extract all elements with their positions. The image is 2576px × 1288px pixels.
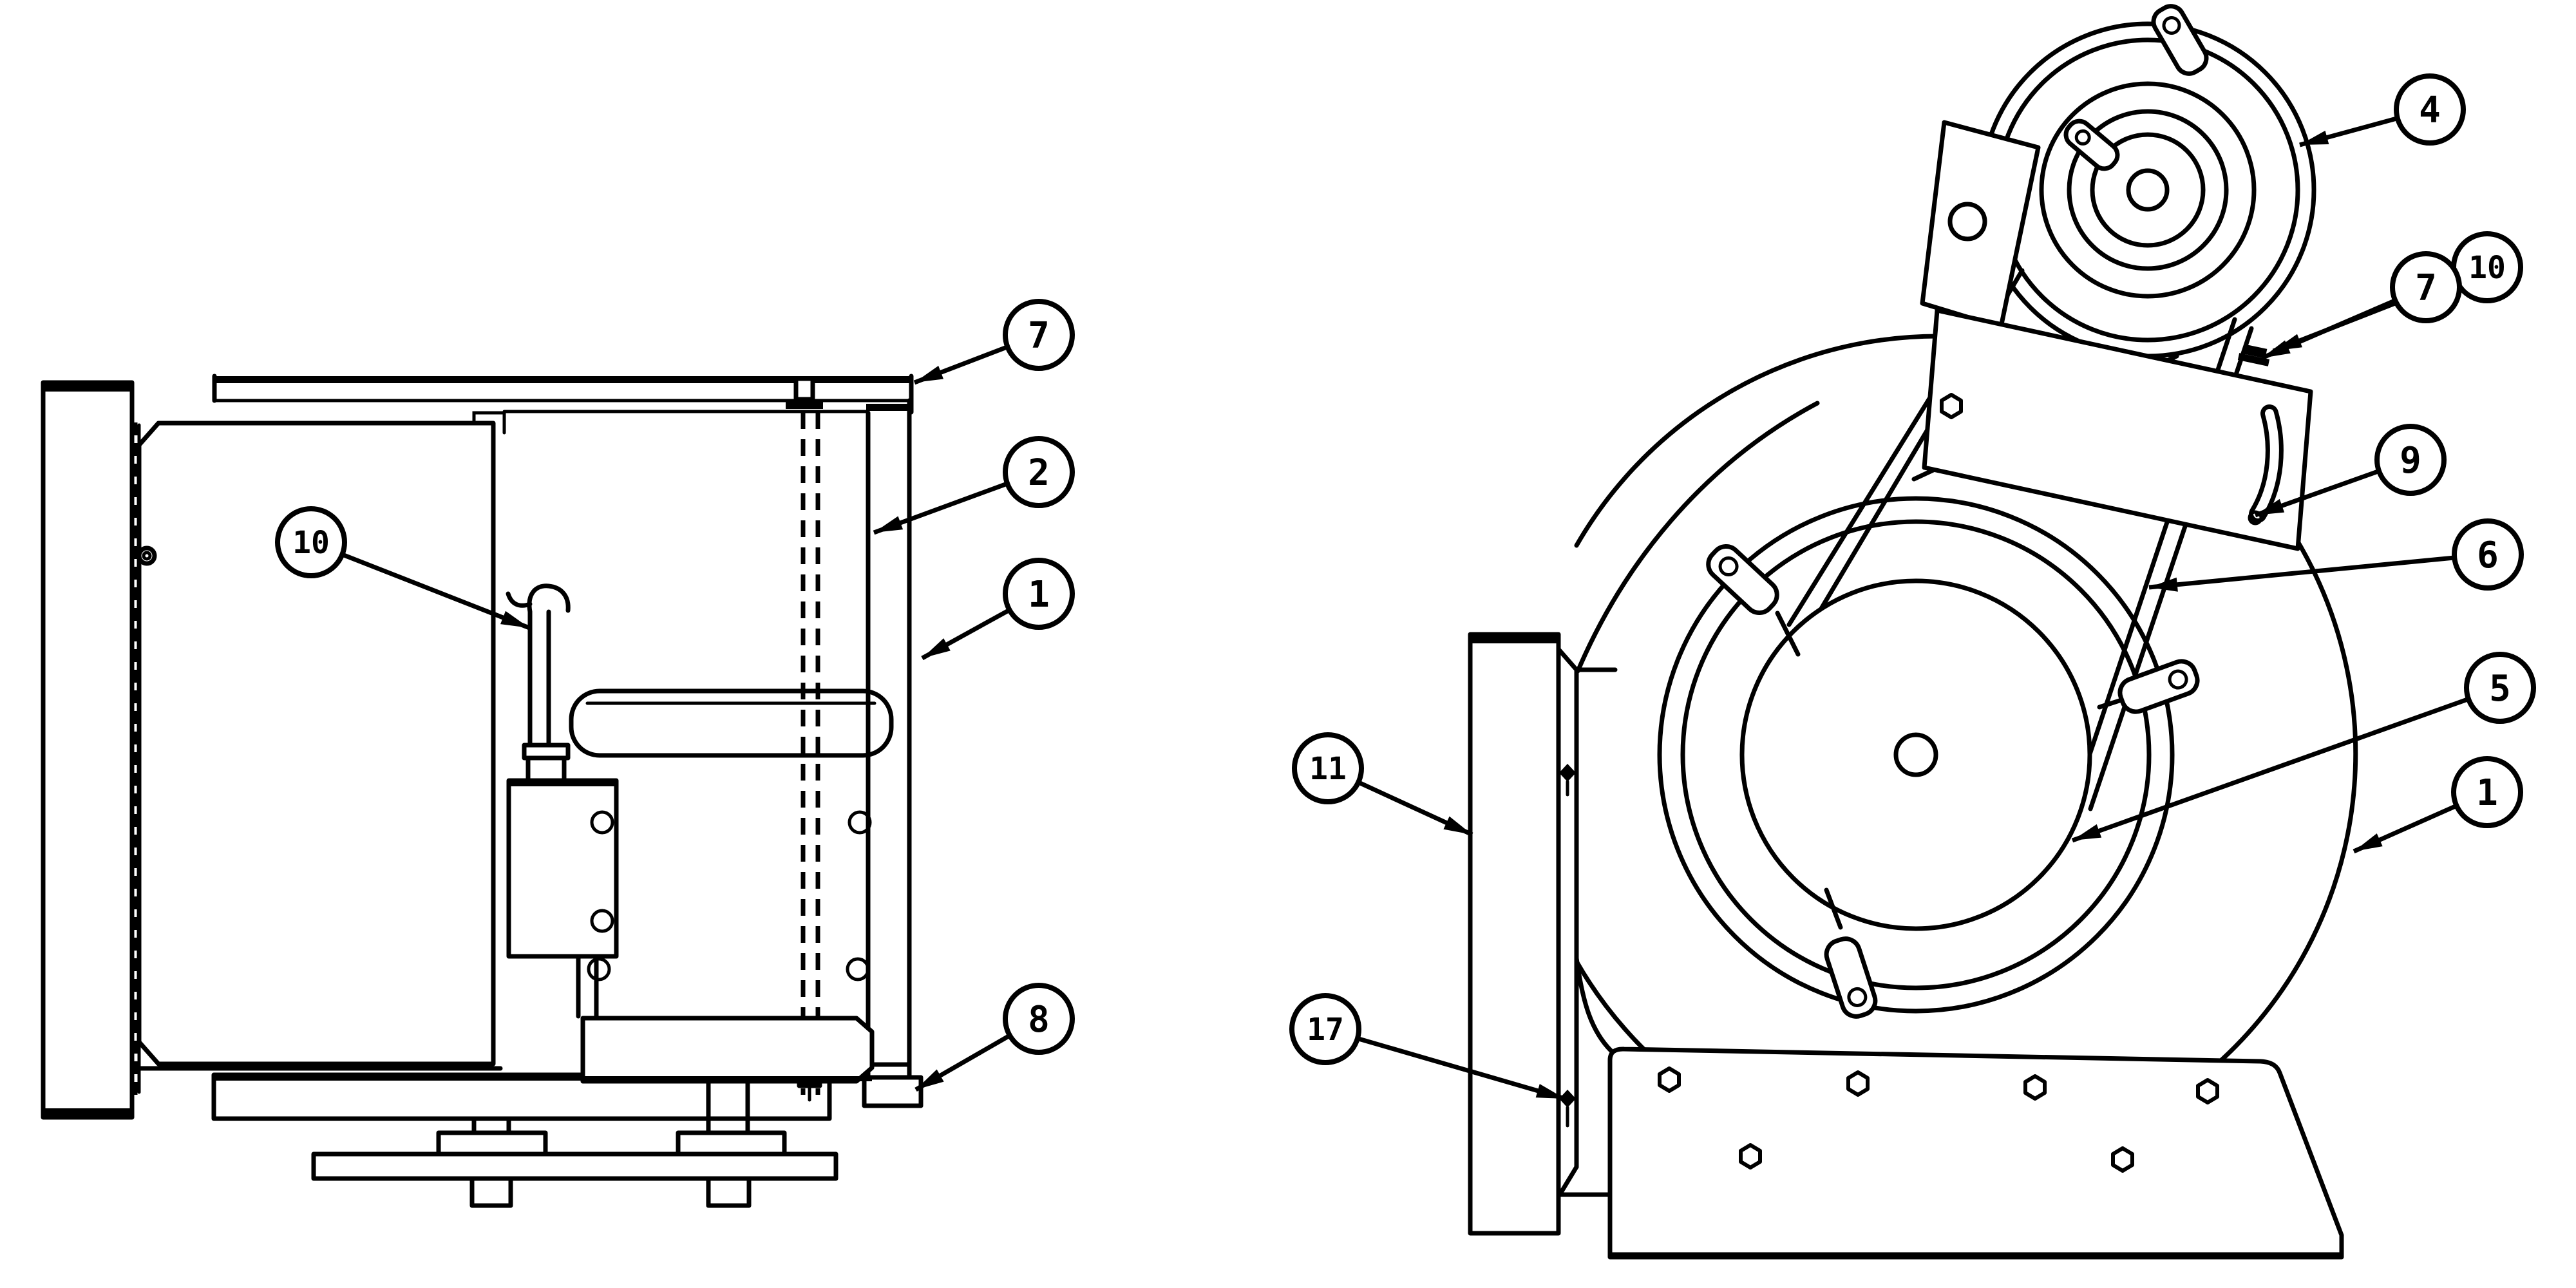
wheel-clip-bottom xyxy=(1824,887,1878,1019)
balloon-circle xyxy=(2452,518,2524,591)
balloon-circle xyxy=(1003,436,1075,508)
motor-mount-box xyxy=(1922,308,2313,551)
balloon-number: 10 xyxy=(2468,250,2506,286)
balloon-circle xyxy=(2374,424,2447,496)
tie-rod xyxy=(786,376,827,1102)
pulley-top-clip xyxy=(2151,4,2209,76)
balloon-number: 1 xyxy=(2476,772,2498,814)
lower-front-band xyxy=(211,1072,832,1121)
wheel-clip-upper-left xyxy=(1706,544,1801,657)
callout-left-8: 8 xyxy=(914,983,1075,1092)
leader-arrowhead xyxy=(874,516,904,533)
leader-arrowhead xyxy=(1535,1084,1565,1099)
pulley-inner-clip xyxy=(2063,118,2120,171)
balloon-number: 8 xyxy=(1028,999,1050,1041)
right-front-view xyxy=(1468,4,2358,1260)
balloon-circle xyxy=(2394,73,2466,146)
canister xyxy=(506,778,619,1019)
impeller-wheel xyxy=(1657,496,2175,1014)
inlet-plate xyxy=(1468,632,1561,1236)
leader-arrowhead xyxy=(1443,816,1472,835)
hanger-pipe xyxy=(506,583,571,783)
left-side-view xyxy=(41,374,923,1208)
shaft-hub xyxy=(1893,732,1938,777)
leader-arrowhead xyxy=(914,365,944,383)
left-flange-plate xyxy=(41,380,135,1120)
balloon-circle xyxy=(2451,756,2523,828)
callout-right-7: 7 xyxy=(2260,251,2462,361)
balloon-circle xyxy=(2464,652,2536,724)
balloon-number: 10 xyxy=(292,525,330,561)
leader-arrowhead xyxy=(500,611,529,628)
callout-right-5: 5 xyxy=(2071,652,2536,843)
callout-left-10: 10 xyxy=(275,506,531,630)
foot-pad-right xyxy=(676,1130,787,1157)
leader-line xyxy=(2148,555,2455,590)
support-legs xyxy=(311,1079,838,1208)
rod-top-bolt xyxy=(793,376,815,402)
leader-arrowhead xyxy=(922,638,951,658)
balloon-circle xyxy=(1003,983,1075,1055)
mount-top-bolt xyxy=(2237,344,2270,366)
base-strip xyxy=(311,1151,838,1181)
balloon-number: 2 xyxy=(1028,452,1050,494)
callout-right-4: 4 xyxy=(2299,73,2466,147)
leader-arrowhead xyxy=(2149,577,2178,592)
door-panel xyxy=(137,421,503,1071)
plate-fastener-lower xyxy=(1559,1090,1576,1108)
balloon-circle xyxy=(1289,993,1361,1065)
callout-right-6: 6 xyxy=(2148,518,2524,592)
wheel-clip-right xyxy=(2097,659,2200,714)
callout-right-9: 9 xyxy=(2254,424,2447,518)
balloon-number: 5 xyxy=(2489,668,2511,710)
slot-end-hole xyxy=(2248,510,2263,526)
balloon-number: 11 xyxy=(1309,751,1347,787)
handle-bar xyxy=(569,688,894,758)
inlet-back-plate xyxy=(1556,647,1613,1197)
leader-arrowhead xyxy=(916,1069,944,1090)
balloon-number: 7 xyxy=(2415,267,2437,309)
balloon-number: 7 xyxy=(1028,315,1050,357)
callout-left-1: 1 xyxy=(921,558,1075,661)
balloon-number: 6 xyxy=(2477,535,2499,576)
leader-arrowhead xyxy=(2262,340,2291,358)
callout-right-17: 17 xyxy=(1289,993,1566,1101)
leader-line xyxy=(1356,1036,1566,1101)
balloon-number: 4 xyxy=(2419,90,2441,131)
callout-left-7: 7 xyxy=(913,299,1075,385)
base-plate xyxy=(1607,1046,2344,1260)
balloon-number: 9 xyxy=(2400,440,2421,482)
balloon-circle xyxy=(2390,251,2462,323)
back-panel-holes xyxy=(587,810,872,981)
muffler-tray xyxy=(580,1016,875,1084)
foot-pad-left xyxy=(436,1130,548,1157)
pulley-hub xyxy=(2126,168,2170,212)
balloon-circle xyxy=(1292,732,1364,804)
balloon-circle xyxy=(1003,299,1075,371)
leader-line xyxy=(341,552,531,630)
plate-fastener-upper xyxy=(1559,764,1576,782)
leader-line xyxy=(2071,697,2470,843)
interior-top-rail xyxy=(472,410,868,435)
impeller-disc xyxy=(1739,578,2092,931)
callout-left-2: 2 xyxy=(873,436,1075,535)
leader-arrowhead xyxy=(2072,824,2102,840)
leader-arrowhead xyxy=(2255,498,2285,515)
callout-right-1: 1 xyxy=(2353,756,2523,854)
mount-bolt-hole xyxy=(1940,393,1963,419)
balloon-circle xyxy=(275,506,347,578)
balloon-number: 17 xyxy=(1307,1012,1344,1048)
callout-right-11: 11 xyxy=(1292,732,1473,837)
right-wall xyxy=(862,398,923,1108)
wall-foot-block xyxy=(862,1075,923,1108)
balloon-circle xyxy=(1003,558,1075,630)
balloon-number: 1 xyxy=(1028,574,1050,616)
leader-arrowhead xyxy=(2354,833,2383,851)
leader-arrowhead xyxy=(2300,130,2329,145)
door-fastener xyxy=(137,545,157,566)
